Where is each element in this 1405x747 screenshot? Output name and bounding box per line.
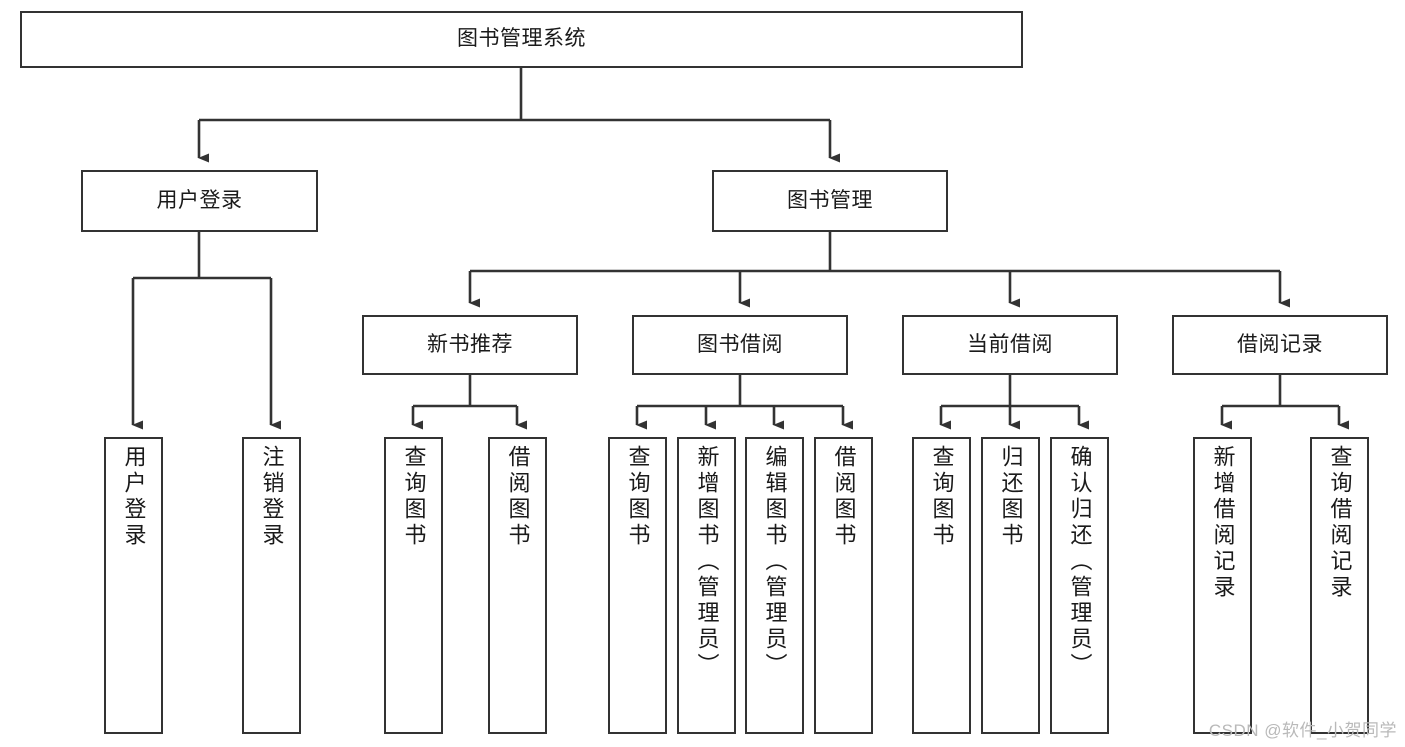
node-leaf-query-book-b[interactable]: 查询图书 xyxy=(608,437,667,734)
node-leaf-query-book-a[interactable]: 查询图书 xyxy=(384,437,443,734)
node-leaf-borrow-book-a[interactable]: 借阅图书 xyxy=(488,437,547,734)
node-leaf-query-book-a-label: 查询图书 xyxy=(401,445,427,549)
node-leaf-add-record[interactable]: 新增借阅记录 xyxy=(1193,437,1252,734)
node-leaf-add-record-label: 新增借阅记录 xyxy=(1210,445,1236,601)
node-new-book-rec-label: 新书推荐 xyxy=(427,332,513,356)
node-book-manage[interactable]: 图书管理 xyxy=(712,170,948,232)
node-current-borrow[interactable]: 当前借阅 xyxy=(902,315,1118,375)
node-leaf-confirm-return[interactable]: 确认归还（管理员） xyxy=(1050,437,1109,734)
node-leaf-query-book-c[interactable]: 查询图书 xyxy=(912,437,971,734)
node-leaf-return-book-label: 归还图书 xyxy=(998,445,1024,549)
node-leaf-user-login[interactable]: 用户登录 xyxy=(104,437,163,734)
node-borrow-record[interactable]: 借阅记录 xyxy=(1172,315,1388,375)
node-leaf-edit-book-label: 编辑图书（管理员） xyxy=(762,445,788,679)
node-current-borrow-label: 当前借阅 xyxy=(967,332,1053,356)
node-root-label: 图书管理系统 xyxy=(457,27,586,51)
csdn-watermark: CSDN @软件_小贺同学 xyxy=(1208,721,1397,740)
node-leaf-query-book-c-label: 查询图书 xyxy=(929,445,955,549)
node-leaf-query-record[interactable]: 查询借阅记录 xyxy=(1310,437,1369,734)
node-borrow-record-label: 借阅记录 xyxy=(1237,332,1323,356)
node-user-login[interactable]: 用户登录 xyxy=(81,170,318,232)
node-book-manage-label: 图书管理 xyxy=(787,188,873,212)
node-leaf-confirm-return-label: 确认归还（管理员） xyxy=(1067,445,1093,679)
node-root[interactable]: 图书管理系统 xyxy=(20,11,1023,68)
node-leaf-query-book-b-label: 查询图书 xyxy=(625,445,651,549)
node-leaf-logout[interactable]: 注销登录 xyxy=(242,437,301,734)
node-leaf-borrow-book-b[interactable]: 借阅图书 xyxy=(814,437,873,734)
node-leaf-add-book[interactable]: 新增图书（管理员） xyxy=(677,437,736,734)
node-leaf-borrow-book-a-label: 借阅图书 xyxy=(505,445,531,549)
node-leaf-user-login-label: 用户登录 xyxy=(121,445,147,549)
node-user-login-label: 用户登录 xyxy=(156,188,243,212)
node-leaf-logout-label: 注销登录 xyxy=(259,445,285,549)
node-new-book-rec[interactable]: 新书推荐 xyxy=(362,315,578,375)
node-leaf-add-book-label: 新增图书（管理员） xyxy=(694,445,720,679)
node-leaf-borrow-book-b-label: 借阅图书 xyxy=(831,445,857,549)
node-book-borrow[interactable]: 图书借阅 xyxy=(632,315,848,375)
node-book-borrow-label: 图书借阅 xyxy=(697,332,783,356)
node-leaf-query-record-label: 查询借阅记录 xyxy=(1327,445,1353,601)
node-leaf-edit-book[interactable]: 编辑图书（管理员） xyxy=(745,437,804,734)
node-leaf-return-book[interactable]: 归还图书 xyxy=(981,437,1040,734)
